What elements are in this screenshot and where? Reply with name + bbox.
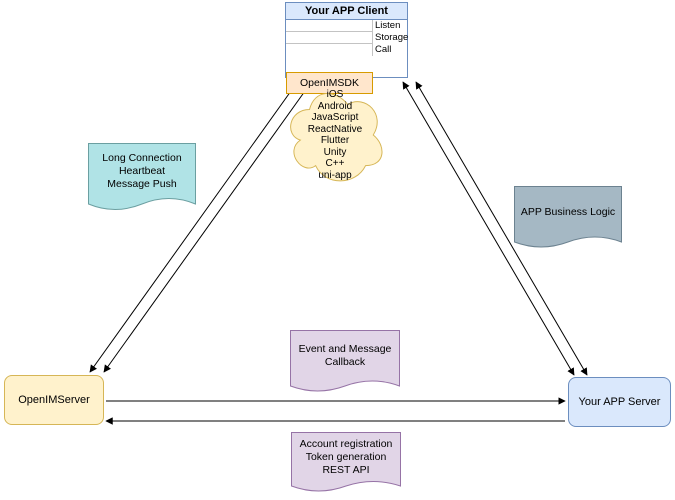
note-long-connection: Long Connection Heartbeat Message Push <box>88 143 196 215</box>
note-account-rest-text: Account registration Token generation RE… <box>299 438 393 477</box>
client-grid-row <box>286 44 372 56</box>
platform-list: iOS Android JavaScript ReactNative Flutt… <box>282 84 388 186</box>
note-account-rest-shape <box>291 432 401 492</box>
platform-uniapp: uni-app <box>318 169 352 181</box>
note-long-connection-text: Long Connection Heartbeat Message Push <box>102 152 182 191</box>
client-row-labels: Listen Storage Call <box>375 20 408 56</box>
openim-server-label: OpenIMServer <box>18 394 90 406</box>
row-label-listen: Listen <box>375 20 401 31</box>
platform-flutter: Flutter <box>320 135 350 146</box>
app-client-title: Your APP Client <box>286 3 407 20</box>
platform-android: Android <box>317 100 353 112</box>
note-event-callback-shape <box>290 330 400 392</box>
app-server-label: Your APP Server <box>578 396 661 408</box>
platform-ios: iOS <box>326 89 344 100</box>
platform-cloud: iOS Android JavaScript ReactNative Flutt… <box>282 84 388 186</box>
arrow-sdk-openimserver-1 <box>89 83 297 373</box>
app-server-box: Your APP Server <box>568 377 671 427</box>
platform-unity: Unity <box>323 146 347 158</box>
app-client-box: Your APP Client Listen Storage Call Open… <box>285 2 408 94</box>
note-event-callback-text: Event and Message Callback <box>298 343 392 369</box>
row-label-call: Call <box>375 44 392 55</box>
note-app-business-logic: APP Business Logic <box>514 186 622 252</box>
row-label-storage: Storage <box>375 32 409 43</box>
platform-javascript: JavaScript <box>311 112 359 123</box>
client-grid <box>286 20 373 56</box>
platform-cpp: C++ <box>325 158 345 169</box>
note-account-rest: Account registration Token generation RE… <box>291 432 401 496</box>
openim-server-box: OpenIMServer <box>4 375 104 425</box>
note-event-callback: Event and Message Callback <box>290 330 400 396</box>
arrow-sdk-openimserver-2 <box>103 83 311 373</box>
openimsdk-label: OpenIMSDK <box>300 77 359 89</box>
app-client-body: Listen Storage Call OpenIMSDK <box>286 20 408 94</box>
platform-reactnative: ReactNative <box>307 123 363 135</box>
note-app-business-logic-text: APP Business Logic <box>520 205 616 218</box>
client-grid-row <box>286 20 372 32</box>
client-grid-row <box>286 32 372 44</box>
